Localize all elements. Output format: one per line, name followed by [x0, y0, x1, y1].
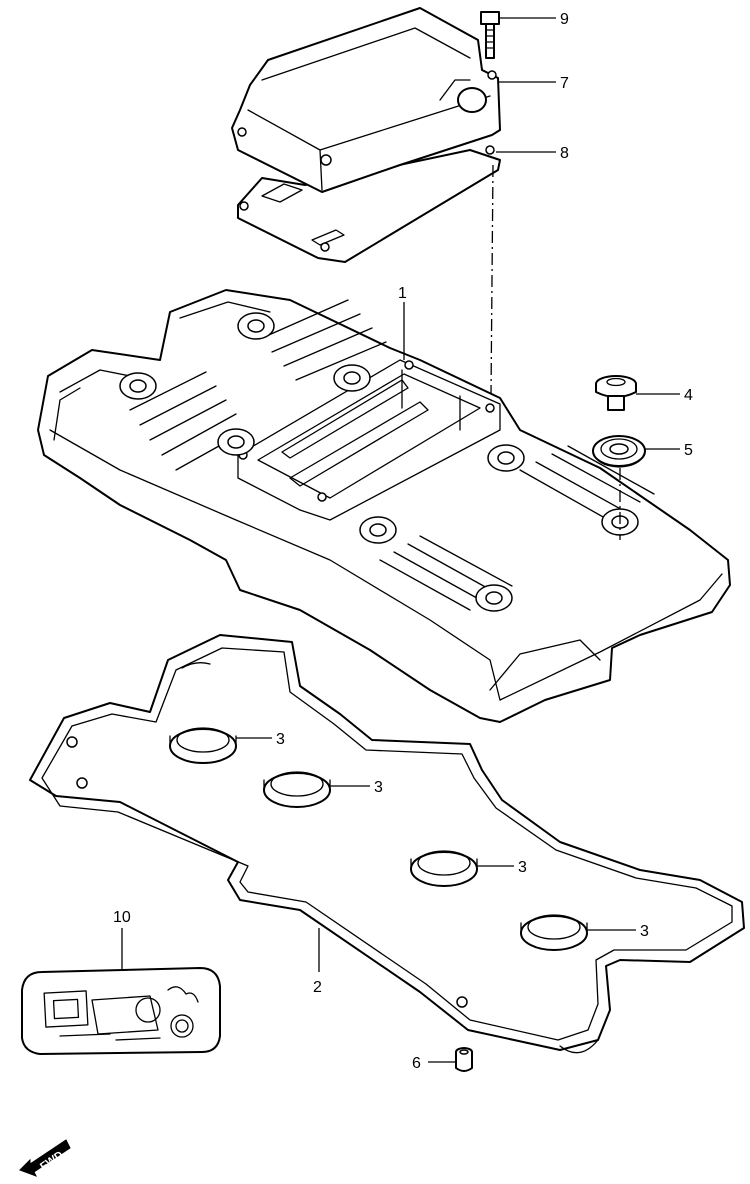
callout-3b: 3	[374, 779, 383, 796]
callout-6: 6	[412, 1055, 421, 1072]
assembly-centerline	[490, 164, 494, 396]
fwd-arrow-icon: FWD	[19, 1139, 71, 1177]
gasket-set	[21, 967, 221, 1055]
callout-5: 5	[684, 442, 693, 459]
callout-4: 4	[684, 387, 693, 404]
callouts: 9 7 8 1 4 5 3 3 3 3 2 6 10	[113, 11, 693, 1072]
callout-3d: 3	[640, 923, 649, 940]
cylinder-head-cover	[37, 289, 731, 723]
callout-7: 7	[560, 75, 569, 92]
callout-1: 1	[398, 285, 407, 302]
callout-3c: 3	[518, 859, 527, 876]
callout-10: 10	[113, 909, 131, 926]
plug-seal-3	[410, 850, 478, 887]
plug-seal-1	[169, 727, 237, 764]
breather-gasket	[237, 149, 501, 263]
plug-seal-2	[263, 771, 331, 808]
callout-8: 8	[560, 145, 569, 162]
callout-3a: 3	[276, 731, 285, 748]
dowel-pin	[455, 1047, 473, 1072]
cover-bolt	[595, 375, 637, 411]
grommet	[592, 435, 646, 468]
callout-9: 9	[560, 11, 569, 28]
bolt	[480, 11, 500, 59]
breather-cover	[231, 7, 501, 193]
plug-seal-4	[520, 914, 588, 951]
callout-2: 2	[313, 979, 322, 996]
